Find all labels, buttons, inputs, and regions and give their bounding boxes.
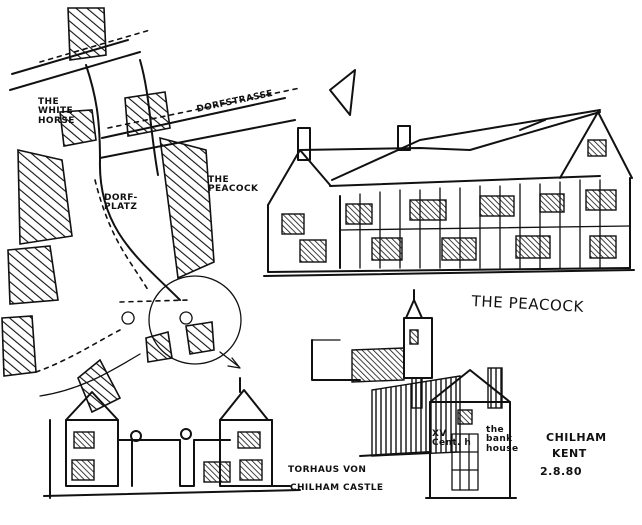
label-date: 2.8.80 <box>540 465 582 478</box>
label-bank-house: the bank house <box>486 425 519 454</box>
label-torhaus-line1: TORHAUS VON <box>288 465 367 475</box>
peacock-inn-drawing <box>263 69 635 277</box>
label-chilham: CHILHAM <box>546 431 607 444</box>
village-map-sketch <box>1 7 301 397</box>
church-and-bank-house-drawing <box>311 289 517 499</box>
label-kent: KENT <box>552 447 587 460</box>
label-white-horse: THE WHITE HORSE <box>38 97 75 126</box>
label-peacock-map: THE PEACOCK <box>208 175 259 195</box>
label-dorfplatz: DORF- PLATZ <box>104 193 138 213</box>
label-torhaus-line2: CHILHAM CASTLE <box>290 483 384 493</box>
castle-gatehouse-drawing <box>43 358 301 499</box>
label-xv-century: XV Cent. h <box>432 429 472 449</box>
